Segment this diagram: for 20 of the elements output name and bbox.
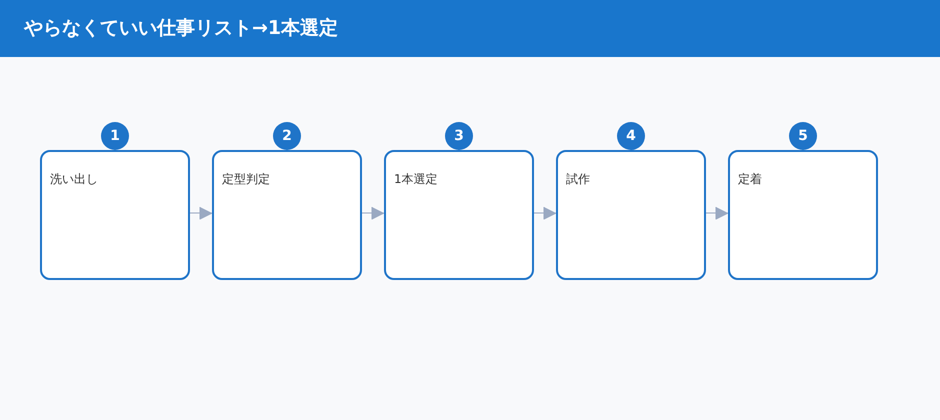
- step-number-badge: 1: [101, 122, 129, 150]
- step-card: [212, 150, 362, 280]
- step-number-badge: 2: [273, 122, 301, 150]
- arrow: [706, 206, 728, 220]
- step-card: [384, 150, 534, 280]
- arrow: [362, 206, 384, 220]
- arrow: [190, 206, 212, 220]
- step-label: 定型判定: [222, 172, 270, 186]
- step-label: 1本選定: [394, 172, 438, 186]
- step-number-badge: 3: [445, 122, 473, 150]
- step-card: [556, 150, 706, 280]
- title: やらなくていい仕事リスト→1本選定: [24, 16, 338, 42]
- step-label: 試作: [566, 172, 590, 186]
- step-card: [728, 150, 878, 280]
- step-number-badge: 4: [617, 122, 645, 150]
- step-card: [40, 150, 190, 280]
- arrow: [534, 206, 556, 220]
- step-label: 洗い出し: [50, 172, 98, 186]
- step-label: 定着: [738, 172, 762, 186]
- step-number-badge: 5: [789, 122, 817, 150]
